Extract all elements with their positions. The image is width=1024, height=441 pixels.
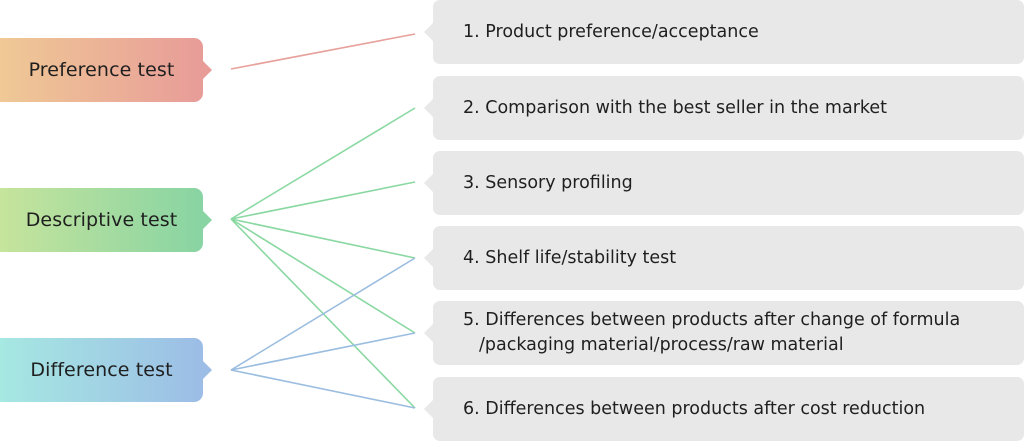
item-notch [424,23,433,41]
pointer-arrow [203,361,212,379]
item-notch [424,249,433,267]
item-label-line-1: 5. Differences between products after ch… [463,310,961,330]
item-6: 6. Differences between products after co… [424,377,1024,441]
category-label: Descriptive test [25,209,178,231]
item-notch [424,324,433,342]
item-notch [424,99,433,117]
pointer-arrow [203,211,212,229]
category-label: Preference test [28,59,175,81]
item-notch [424,400,433,418]
item-2: 2. Comparison with the best seller in th… [424,76,1024,140]
link-descriptive-3 [230,181,416,220]
item-3: 3. Sensory profiling [424,151,1024,215]
item-label: 3. Sensory profiling [463,172,633,193]
link-difference-5 [230,332,416,371]
item-label: 4. Shelf life/stability test [463,247,677,268]
item-5: 5. Differences between products after ch… [424,301,1024,365]
link-descriptive-5 [230,218,416,334]
link-descriptive-2 [230,107,416,220]
category-difference-test: Difference test [0,338,212,402]
item-label-line-2: /packaging material/process/raw material [479,335,844,355]
item-1: 1. Product preference/acceptance [424,0,1024,64]
item-notch [424,174,433,192]
item-label: 5. Differences between products after ch… [463,308,960,358]
category-label: Difference test [30,359,173,381]
pointer-arrow [203,61,212,79]
item-4: 4. Shelf life/stability test [424,226,1024,290]
item-label: 6. Differences between products after co… [463,398,926,419]
category-descriptive-test: Descriptive test [0,188,212,252]
item-label: 1. Product preference/acceptance [463,21,759,42]
link-descriptive-4 [230,218,416,259]
link-preference-1 [230,33,416,70]
category-preference-test: Preference test [0,38,212,102]
item-label: 2. Comparison with the best seller in th… [463,97,888,118]
link-difference-4 [230,257,416,371]
link-difference-6 [230,369,416,409]
